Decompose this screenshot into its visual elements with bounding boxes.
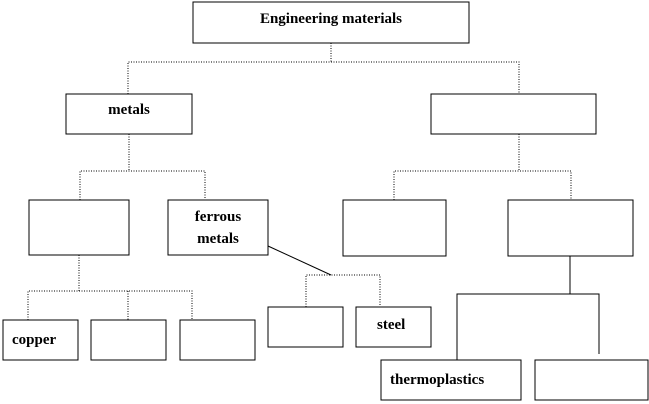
- connector-root-bus: [127, 61, 520, 94]
- node-plastic-2: [534, 359, 649, 401]
- node-root-label: Engineering materials: [260, 11, 402, 27]
- node-ferrous-1: [267, 306, 344, 348]
- connectors: [27, 43, 600, 360]
- node-steel: steel: [355, 306, 432, 348]
- node-copper-label: copper: [12, 332, 57, 348]
- node-ferrous-metals: ferrous metals: [167, 199, 269, 256]
- node-nonferrous-2: [90, 319, 167, 361]
- node-non-ferrous: [28, 199, 130, 256]
- connector-nonferrous-bus: [27, 290, 193, 320]
- node-nonferrous-3: [179, 319, 256, 361]
- node-root: Engineering materials: [192, 1, 470, 44]
- connector-plastics-bus: [456, 293, 600, 360]
- node-thermoplastics: thermoplastics: [380, 359, 522, 401]
- node-copper: copper: [2, 319, 79, 361]
- connector-ferrous-bus: [305, 274, 381, 307]
- node-ferrous-label-line1: ferrous: [195, 209, 242, 225]
- node-right-a: [342, 199, 447, 257]
- connector-metals-bus: [79, 170, 206, 200]
- connector-ferrous-slant: [267, 245, 332, 276]
- node-right-level1: [430, 93, 597, 135]
- node-right-b: [507, 199, 634, 257]
- node-metals: metals: [65, 93, 193, 135]
- node-steel-label: steel: [377, 317, 405, 333]
- node-thermoplastics-label: thermoplastics: [390, 372, 484, 388]
- connector-right-bus: [393, 170, 572, 200]
- node-ferrous-label-line2: metals: [197, 231, 239, 247]
- node-metals-label: metals: [108, 102, 150, 118]
